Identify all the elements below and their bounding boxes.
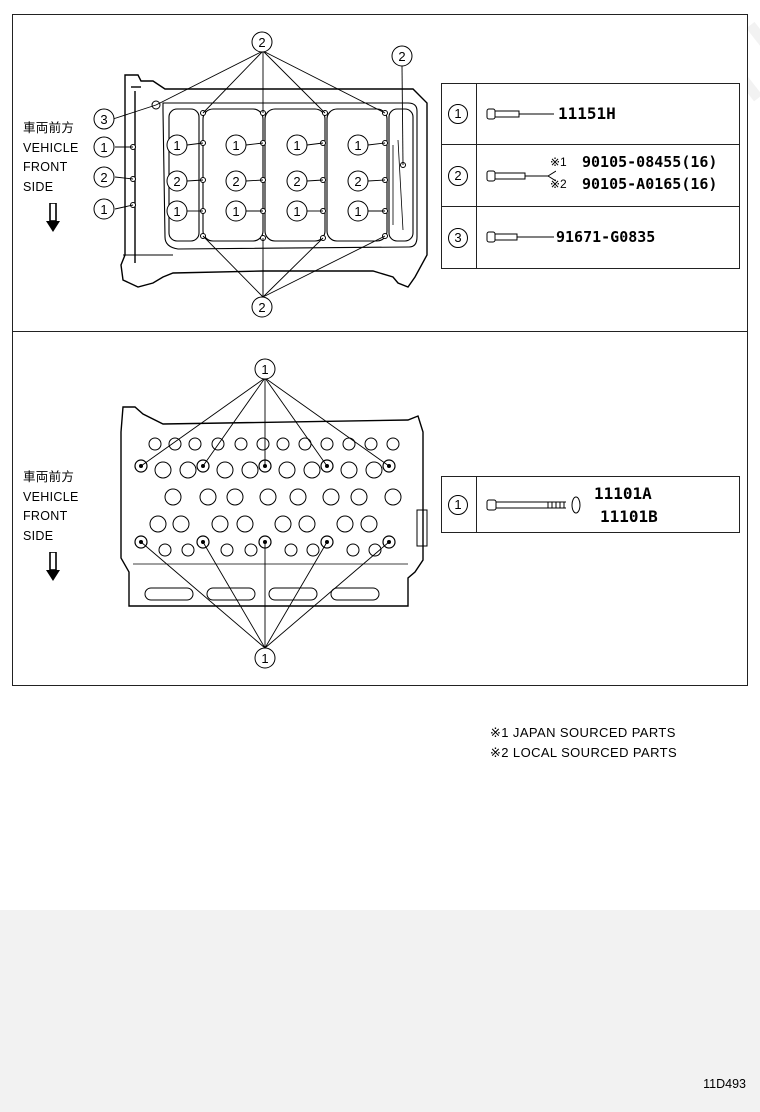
front-label-line3: SIDE <box>23 179 54 194</box>
callout-col4-1b: 1 <box>347 200 369 222</box>
part-number-90105-A0165[interactable]: 90105-A0165(16) <box>582 175 718 193</box>
svg-text:2: 2 <box>398 49 405 64</box>
legend-num-3: 3 <box>448 227 468 248</box>
front-label-line1: VEHICLE <box>23 140 79 155</box>
legend-row-2: 2 ※1 90105-08455(16) ※2 90105-A0165(16) <box>442 145 739 207</box>
cylinder-head-cover-diagram: 2 2 2 3 1 2 1 <box>93 31 428 318</box>
footnotes: ※1 JAPAN SOURCED PARTS ※2 LOCAL SOURCED … <box>490 723 677 762</box>
part-number-11151H[interactable]: 11151H <box>558 104 616 123</box>
callout-col3-1a: 1 <box>286 134 308 156</box>
mark-local: ※2 <box>550 177 567 191</box>
svg-text:1: 1 <box>173 204 180 219</box>
callout-col4-2: 2 <box>347 170 369 192</box>
bolt-icon <box>486 231 554 243</box>
callout-left-1a: 1 <box>93 136 115 158</box>
svg-text:2: 2 <box>258 35 265 50</box>
head-bolt-washer-icon <box>486 496 581 514</box>
front-label-line2: FRONT <box>23 160 68 174</box>
svg-text:2: 2 <box>258 300 265 315</box>
svg-text:2: 2 <box>354 174 361 189</box>
svg-text:1: 1 <box>354 204 361 219</box>
bottom-parts-legend: 1 11101A 11101B <box>441 476 740 533</box>
svg-text:2: 2 <box>173 174 180 189</box>
legend-row-1: 1 11151H <box>442 84 739 145</box>
callout-col2-1b: 1 <box>225 200 247 222</box>
drawing-code: 11D493 <box>703 1077 746 1091</box>
callout-bottom-2: 2 <box>251 296 273 318</box>
callout-col1-1b: 1 <box>166 200 188 222</box>
callout-left-2: 2 <box>93 166 115 188</box>
down-arrow-icon <box>46 552 60 581</box>
bottom-panel: 車両前方 VEHICLE FRONT SIDE <box>12 331 748 686</box>
callout-left-1b: 1 <box>93 198 115 220</box>
svg-text:1: 1 <box>261 362 268 377</box>
top-parts-legend: 1 11151H 2 ※1 90105-08455(16) ※2 90105-A… <box>441 83 740 269</box>
down-arrow-icon <box>46 203 60 232</box>
front-label-line1: VEHICLE <box>23 489 79 504</box>
part-number-11101A[interactable]: 11101A <box>594 484 652 503</box>
note-local-sourced: ※2 LOCAL SOURCED PARTS <box>490 744 678 760</box>
callout-col3-2: 2 <box>286 170 308 192</box>
top-panel: 車両前方 VEHICLE FRONT SIDE <box>12 14 748 332</box>
callout-col2-2: 2 <box>225 170 247 192</box>
svg-text:1: 1 <box>232 204 239 219</box>
legend-num-2: 2 <box>448 165 468 186</box>
callout-col2-1a: 1 <box>225 134 247 156</box>
bolt-icon <box>486 170 556 182</box>
callout-col3-1b: 1 <box>286 200 308 222</box>
svg-text:1: 1 <box>293 204 300 219</box>
svg-text:1: 1 <box>100 140 107 155</box>
legend-row-3: 3 91671-G0835 <box>442 207 739 268</box>
callout-head-bolt-top: 1 <box>254 358 276 380</box>
front-label-jp: 車両前方 <box>23 121 75 135</box>
svg-text:1: 1 <box>261 651 268 666</box>
vehicle-front-side-label: 車両前方 VEHICLE FRONT SIDE <box>23 119 79 233</box>
callout-top-2: 2 <box>251 31 273 53</box>
front-label-line2: FRONT <box>23 509 68 523</box>
note-japan-sourced: ※1 JAPAN SOURCED PARTS <box>490 725 676 740</box>
front-label-jp: 車両前方 <box>23 470 75 484</box>
part-number-91671-G0835[interactable]: 91671-G0835 <box>556 228 656 246</box>
legend-num-1: 1 <box>448 104 468 124</box>
svg-text:2: 2 <box>232 174 239 189</box>
legend-num-1: 1 <box>448 494 468 515</box>
bolt-icon <box>486 108 554 120</box>
footer-band <box>0 910 760 1112</box>
callout-top-right-2: 2 <box>391 45 413 67</box>
callout-head-bolt-bottom: 1 <box>254 647 276 669</box>
svg-text:2: 2 <box>100 170 107 185</box>
callout-3: 3 <box>93 108 115 130</box>
svg-text:1: 1 <box>232 138 239 153</box>
legend-row-head-bolt: 1 11101A 11101B <box>442 477 739 532</box>
svg-text:1: 1 <box>100 202 107 217</box>
svg-text:2: 2 <box>293 174 300 189</box>
cylinder-head-diagram: 1 1 <box>120 358 428 669</box>
callout-col1-1a: 1 <box>166 134 188 156</box>
callout-col1-2: 2 <box>166 170 188 192</box>
svg-text:3: 3 <box>100 112 107 127</box>
svg-text:1: 1 <box>293 138 300 153</box>
vehicle-front-side-label: 車両前方 VEHICLE FRONT SIDE <box>23 468 79 582</box>
part-number-11101B[interactable]: 11101B <box>600 507 658 526</box>
part-number-90105-08455[interactable]: 90105-08455(16) <box>582 153 718 171</box>
svg-text:1: 1 <box>354 138 361 153</box>
svg-text:1: 1 <box>173 138 180 153</box>
callout-col4-1a: 1 <box>347 134 369 156</box>
mark-japan: ※1 <box>550 155 567 169</box>
front-label-line3: SIDE <box>23 528 54 543</box>
